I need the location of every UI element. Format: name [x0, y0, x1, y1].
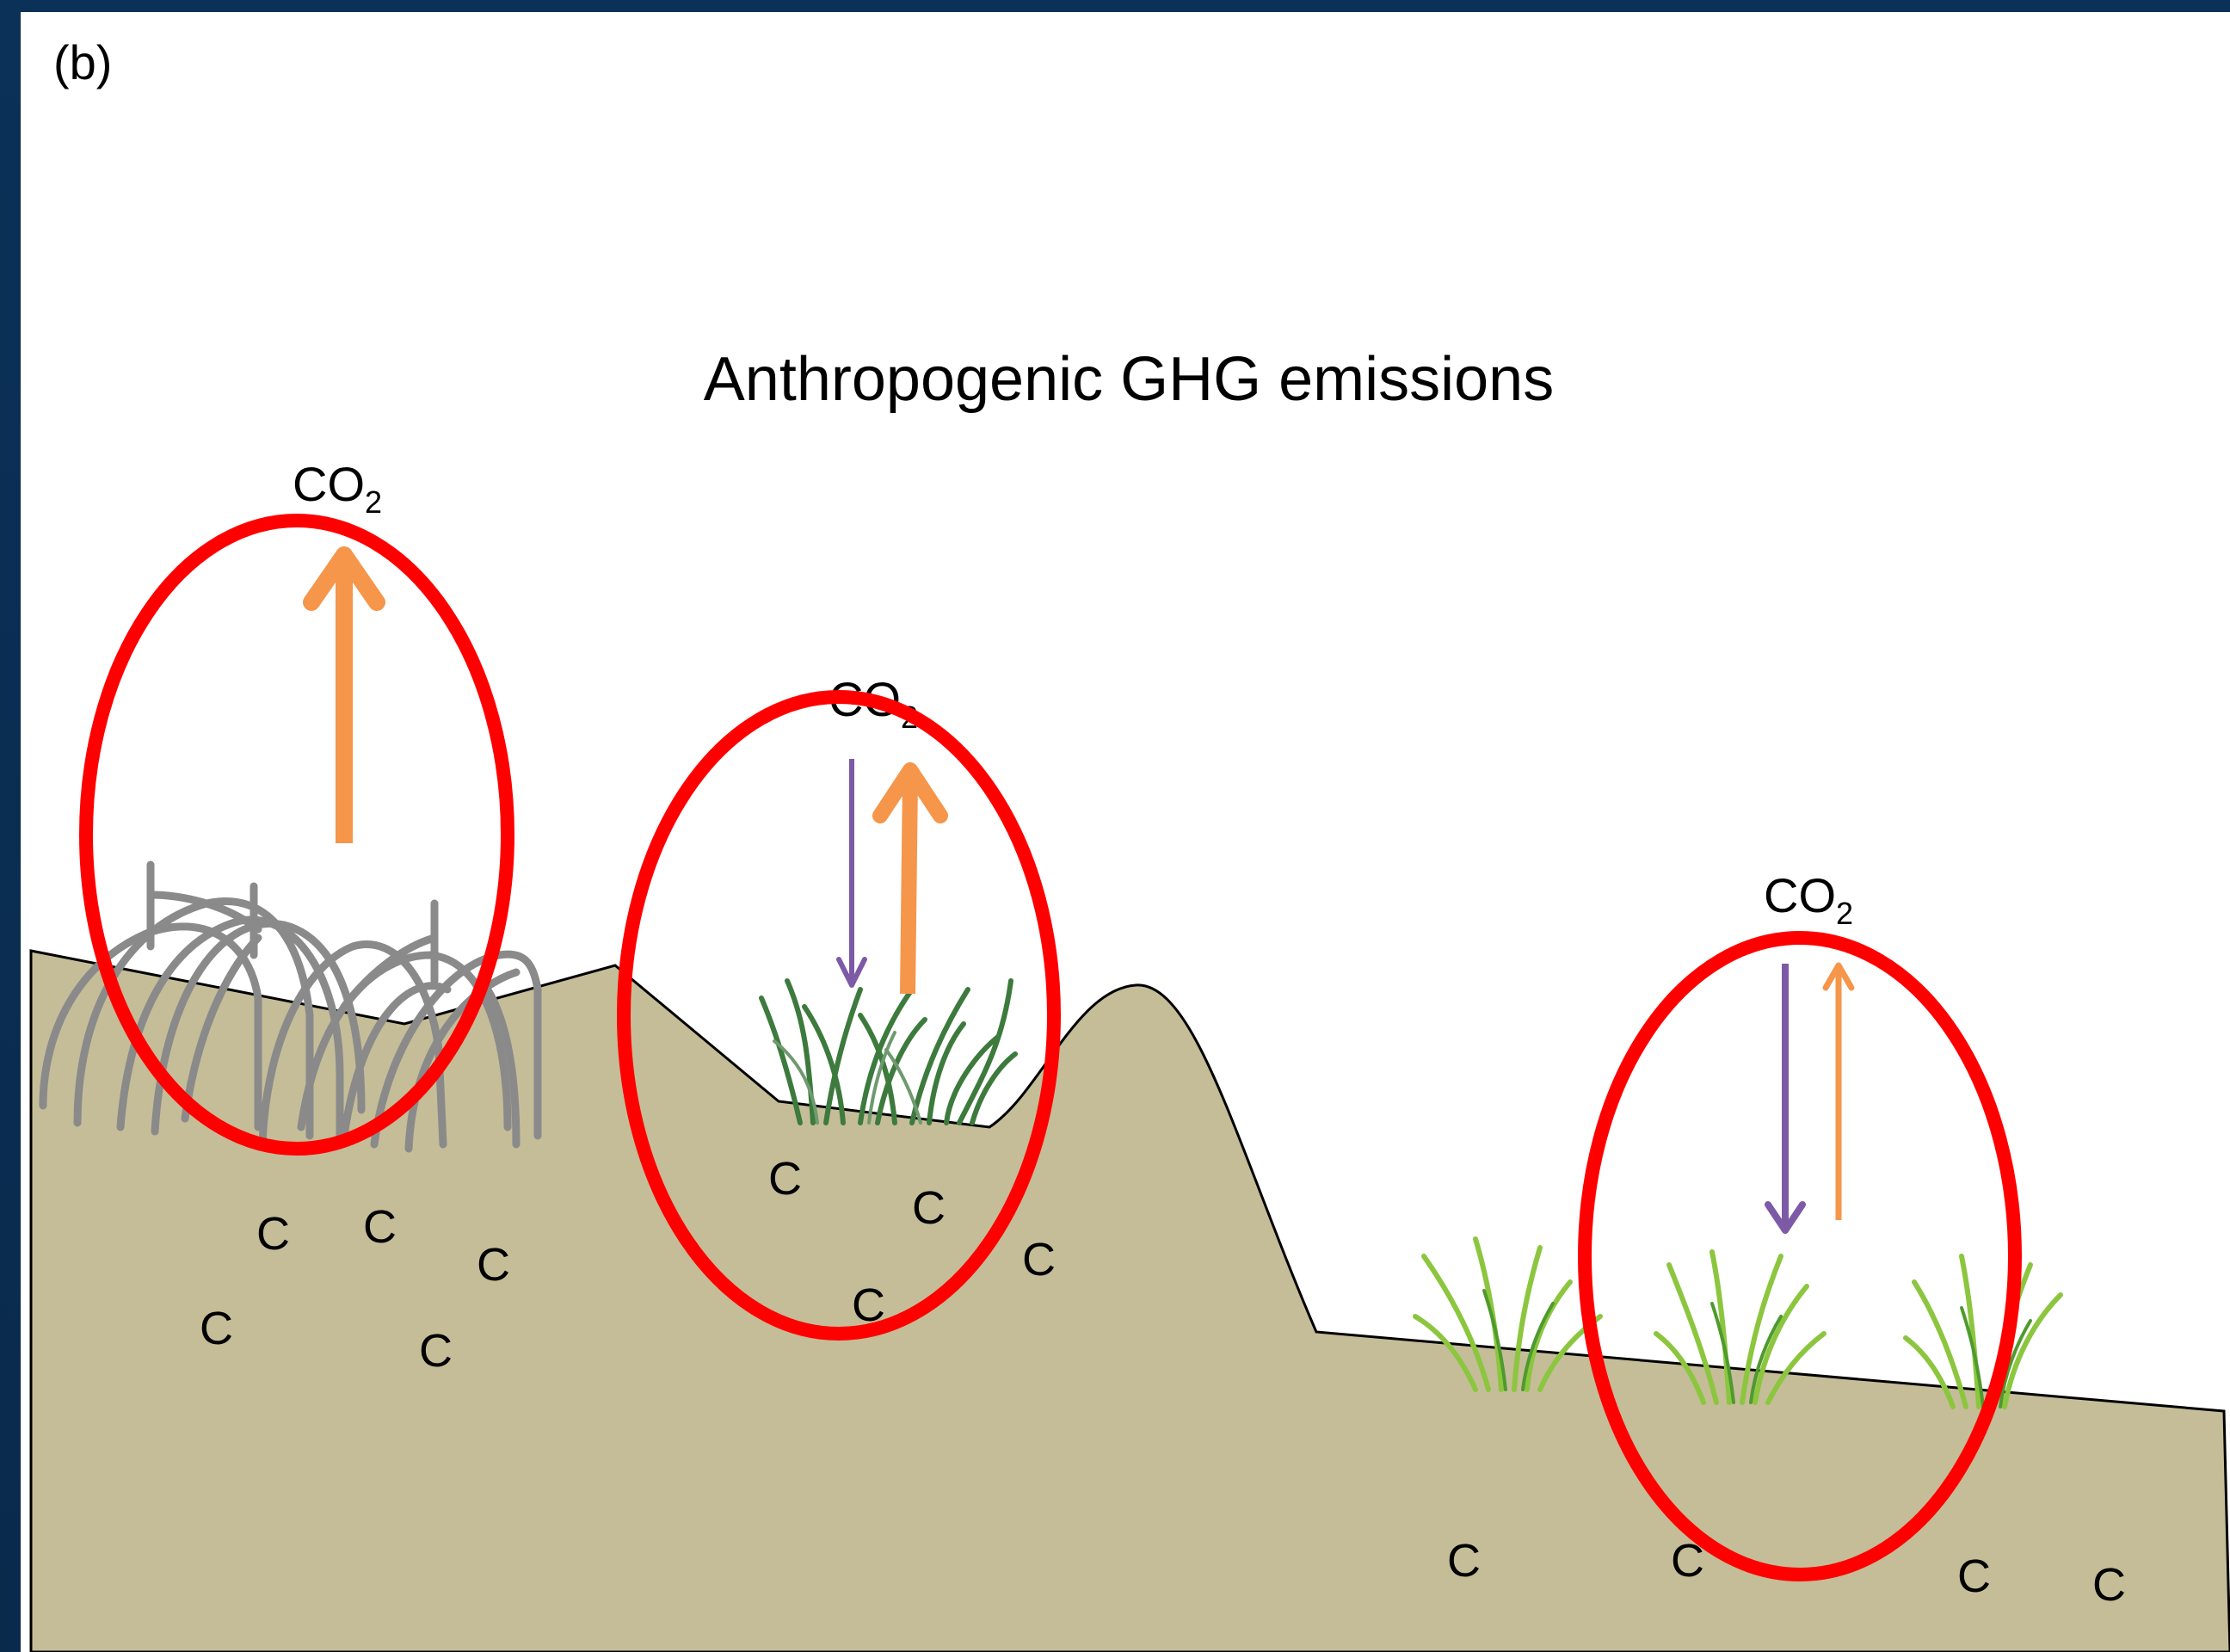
- carbon-label: C: [477, 1239, 510, 1291]
- carbon-label: C: [363, 1201, 397, 1253]
- carbon-label: C: [1447, 1535, 1481, 1587]
- carbon-label: C: [2092, 1559, 2126, 1611]
- carbon-label: C: [419, 1325, 453, 1377]
- site3-co2-emission-arrow: [1822, 962, 1855, 1220]
- site2-co2-emission-arrow: [872, 762, 948, 995]
- carbon-labels: C C C C C C C C C C C C C: [200, 1153, 2126, 1611]
- carbon-label: C: [768, 1153, 802, 1205]
- carbon-label: C: [852, 1279, 885, 1331]
- carbon-label: C: [1671, 1535, 1704, 1587]
- carbon-label: C: [1957, 1550, 1991, 1602]
- carbon-label: C: [1022, 1234, 1056, 1285]
- site3-highlight-ellipse: [1578, 931, 2022, 1581]
- panel-label: (b): [53, 35, 112, 89]
- carbon-label: C: [912, 1182, 946, 1234]
- site1-co2-emission-arrow: [303, 546, 385, 843]
- saltmarsh-grass-icon: [1413, 1236, 2063, 1409]
- mangrove-roots-icon: [39, 860, 542, 1153]
- site1-co2-label: CO2: [293, 457, 382, 520]
- site2-co2-uptake-arrow: [836, 759, 867, 988]
- site3-co2-label: CO2: [1764, 868, 1853, 931]
- site2-highlight-ellipse: [617, 690, 1061, 1341]
- diagram-title: Anthropogenic GHG emissions: [704, 345, 1554, 414]
- site1-highlight-ellipse: [79, 514, 514, 1156]
- site3-co2-uptake-arrow: [1765, 964, 1806, 1234]
- seagrass-icon: [759, 978, 1018, 1125]
- carbon-label: C: [200, 1303, 233, 1354]
- carbon-label: C: [256, 1208, 290, 1260]
- soil-profile: [29, 949, 2230, 1652]
